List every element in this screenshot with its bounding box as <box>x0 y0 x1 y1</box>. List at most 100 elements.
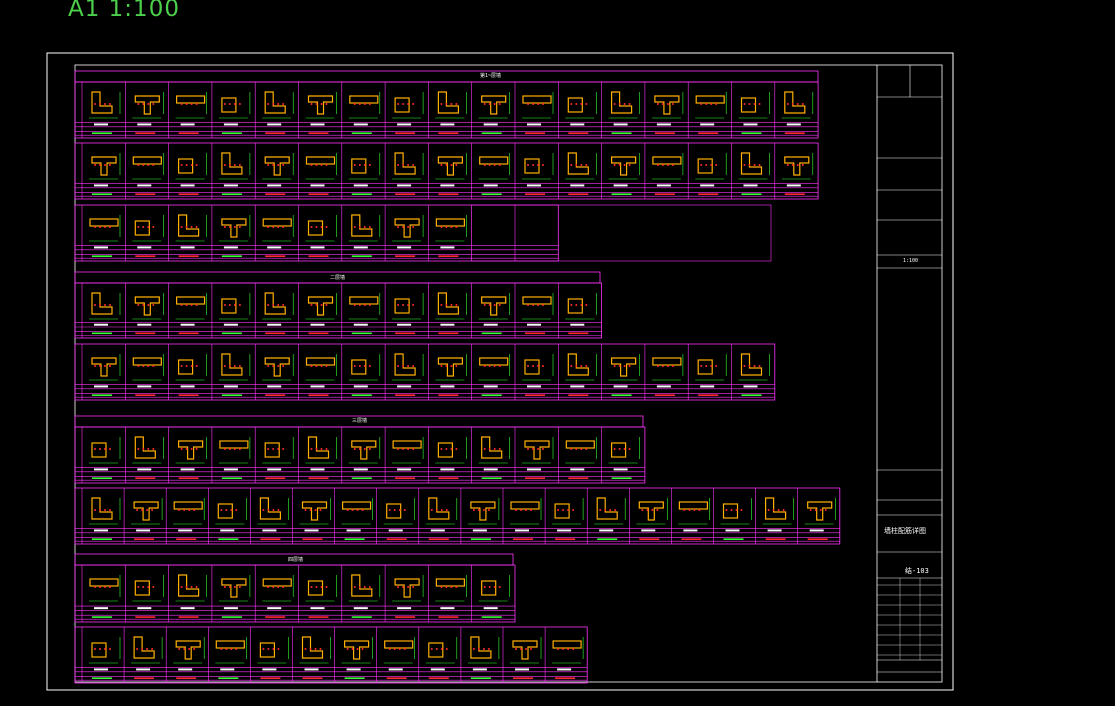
rebar-dot <box>358 448 361 450</box>
label-mark <box>481 332 502 335</box>
rebar-dot <box>525 509 527 511</box>
label-mark <box>681 538 702 540</box>
wall-section <box>131 636 163 679</box>
label-mark <box>221 132 242 134</box>
rebar-dot <box>440 365 443 367</box>
wall-section <box>218 152 251 195</box>
rebar-dot <box>147 586 150 588</box>
label-mark <box>94 607 108 610</box>
rebar-dot <box>142 164 145 166</box>
rebar-dot <box>353 304 356 306</box>
section-outline <box>91 642 107 658</box>
label-mark <box>613 123 628 126</box>
rebar-dot <box>314 648 317 650</box>
wall-section <box>173 637 205 679</box>
label-mark <box>178 477 199 479</box>
rebar-dot <box>666 164 669 166</box>
rebar-dot <box>185 164 188 166</box>
rebar-dot <box>585 164 588 166</box>
wall-section <box>738 152 770 195</box>
rebar-dot <box>403 509 406 511</box>
label-mark <box>346 668 361 671</box>
label-mark <box>176 538 197 540</box>
rebar-dot <box>388 648 391 650</box>
rebar-dot <box>94 648 96 650</box>
rebar-dot <box>277 509 280 511</box>
section-outline <box>175 640 201 660</box>
rebar-dot <box>315 103 318 105</box>
rebar-dot <box>407 586 410 588</box>
rebar-dot <box>358 304 361 306</box>
label-mark <box>570 323 585 326</box>
section-outline <box>305 156 336 165</box>
label-mark <box>527 323 541 326</box>
label-mark <box>310 607 325 610</box>
table-band-tail <box>471 204 772 262</box>
section-header <box>74 553 514 566</box>
rebar-dot <box>137 448 140 450</box>
wall-section <box>552 498 584 540</box>
rebar-dot <box>190 365 193 367</box>
wall-section <box>565 437 597 479</box>
rebar-dot <box>183 509 186 511</box>
section-outline <box>512 640 538 660</box>
rebar-dot <box>104 304 106 306</box>
section-outline <box>437 442 453 458</box>
wall-section <box>522 437 554 479</box>
rebar-dot <box>319 648 322 650</box>
rebar-dot <box>527 103 529 105</box>
label-mark <box>180 607 195 610</box>
rebar-dot <box>310 304 313 306</box>
rebar-dot <box>190 586 193 588</box>
rebar-dot <box>570 304 573 306</box>
label-mark <box>178 332 199 335</box>
rebar-dot <box>320 164 323 166</box>
section-outline <box>437 357 463 377</box>
label-mark <box>310 184 325 187</box>
rebar-dot <box>575 103 578 105</box>
wall-section <box>565 152 597 195</box>
rebar-dot <box>402 586 405 588</box>
rebar-dot <box>136 648 139 650</box>
wall-section <box>738 353 770 396</box>
label-mark <box>223 607 238 610</box>
rebar-dot <box>575 304 578 306</box>
rebar-dot <box>310 586 313 588</box>
rebar-dot <box>450 164 453 166</box>
label-mark <box>137 468 152 471</box>
rebar-dot <box>358 586 361 588</box>
table-band <box>74 81 819 139</box>
label-mark <box>92 538 112 540</box>
rebar-dot <box>358 365 361 367</box>
rebar-dot <box>142 226 145 228</box>
rebar-dot <box>445 448 448 450</box>
rebar-dot <box>698 509 701 511</box>
rebar-dot <box>363 586 366 588</box>
label-mark <box>351 193 372 195</box>
wall-section <box>262 354 294 396</box>
label-mark <box>397 123 412 126</box>
rebar-dot <box>272 304 275 306</box>
rebar-dot <box>368 164 371 166</box>
section-outline <box>522 296 552 305</box>
rebar-dot <box>109 304 111 306</box>
rebar-dot <box>450 448 453 450</box>
section-outline <box>481 95 507 115</box>
section-outline <box>221 152 243 175</box>
rebar-dot <box>661 103 664 105</box>
wall-section <box>435 215 467 257</box>
rebar-dot <box>319 509 322 511</box>
rebar-dot <box>753 164 756 166</box>
label-mark <box>515 668 529 671</box>
label-mark <box>136 668 151 671</box>
rebar-dot <box>753 365 756 367</box>
table-band <box>74 343 776 401</box>
label-mark <box>438 193 459 195</box>
rebar-dot <box>225 648 228 650</box>
rebar-dot <box>282 586 285 588</box>
rebar-dot <box>228 164 231 166</box>
rebar-dot <box>671 103 674 105</box>
rebar-dot <box>671 365 674 367</box>
rebar-dot <box>361 509 364 511</box>
rebar-dot <box>282 448 285 450</box>
